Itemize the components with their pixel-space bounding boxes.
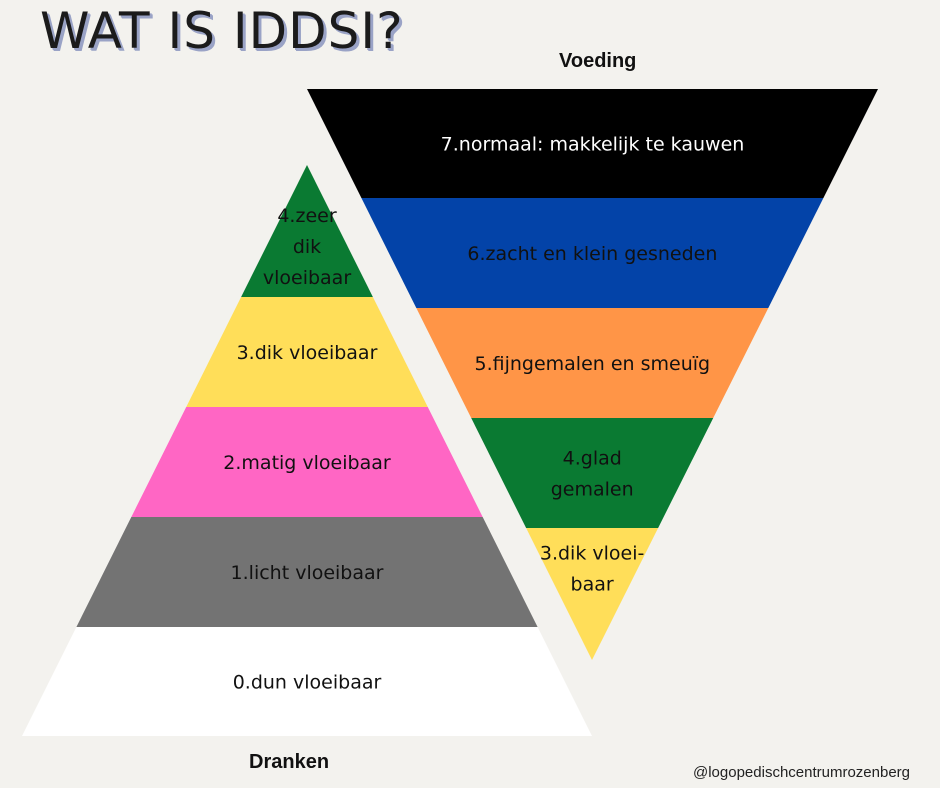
- dranken-label: Dranken: [249, 751, 330, 773]
- dranken-level-0-label: dik: [293, 236, 321, 258]
- dranken-level-2-band: [131, 407, 483, 517]
- voeding-level-0-band: [307, 89, 878, 198]
- voeding-level-1-band: [361, 198, 824, 308]
- voeding-level-4-label: 3.dik vloei-: [540, 543, 644, 565]
- voeding-level-3-label: gemalen: [551, 479, 634, 501]
- voeding-level-3-band: [471, 418, 714, 528]
- dranken-level-0-label: 4.zeer: [277, 205, 336, 227]
- dranken-level-4-band: [22, 627, 592, 736]
- voeding-inverted-pyramid: 7.normaal: makkelijk te kauwen 6.zacht en…: [307, 89, 878, 660]
- dranken-level-1-band: [186, 297, 428, 407]
- dranken-level-2-label: 2.matig vloeibaar: [223, 452, 391, 474]
- credit-handle: @logopedischcentrumrozenberg: [693, 764, 911, 781]
- dranken-pyramid: 4.zeer dik vloeibaar 3.dik vloeibaar 2.matig…: [22, 165, 592, 736]
- dranken-level-3-label: 1.licht vloeibaar: [231, 562, 384, 584]
- dranken-level-3-band: [76, 517, 538, 627]
- voeding-level-0-label: 7.normaal: makkelijk te kauwen: [441, 134, 745, 156]
- dranken-level-0-label: vloeibaar: [263, 267, 351, 289]
- voeding-level-4-label: baar: [571, 574, 614, 596]
- dranken-level-4-label: 0.dun vloeibaar: [233, 672, 382, 694]
- page-title: WAT IS IDDSI?: [40, 2, 404, 60]
- voeding-label: Voeding: [559, 50, 637, 72]
- voeding-level-2-label: 5.fijngemalen en smeuïg: [474, 353, 710, 375]
- voeding-level-3-label: 4.glad: [563, 448, 622, 470]
- voeding-level-1-label: 6.zacht en klein gesneden: [467, 243, 717, 265]
- dranken-level-0-band: [241, 165, 373, 297]
- voeding-level-4-band: [526, 528, 659, 660]
- dranken-level-1-label: 3.dik vloeibaar: [237, 342, 378, 364]
- voeding-level-2-band: [416, 308, 769, 418]
